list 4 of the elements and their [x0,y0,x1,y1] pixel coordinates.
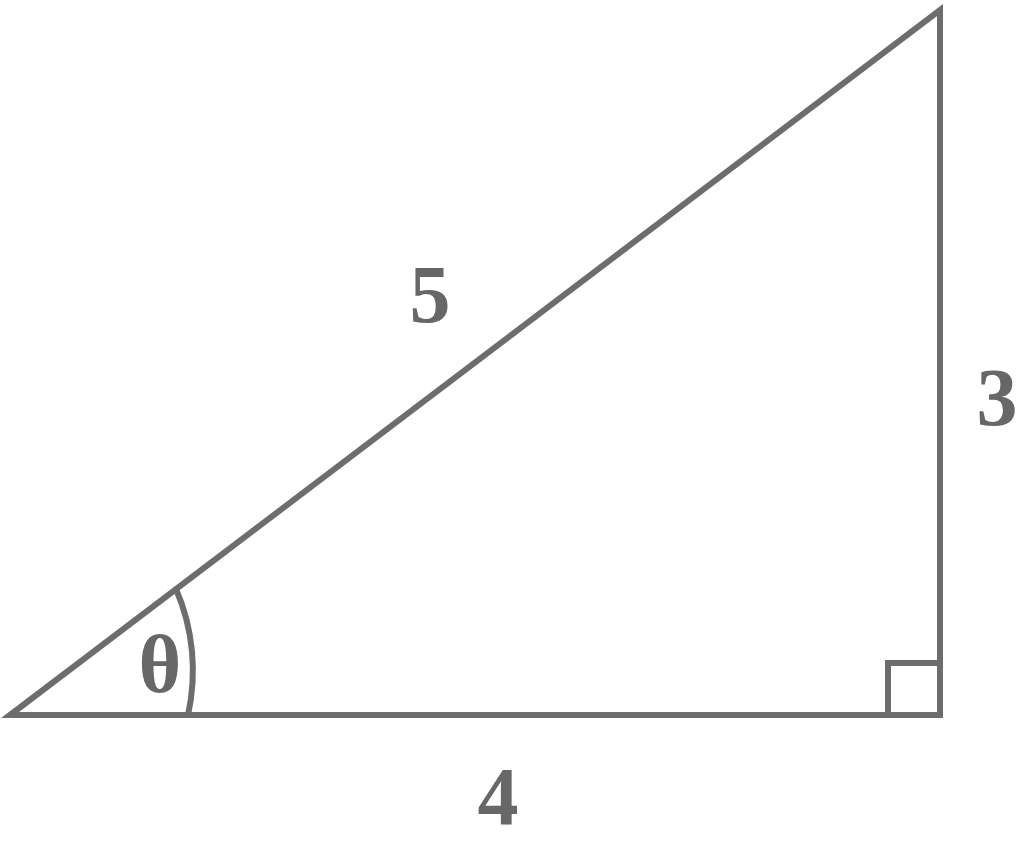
side-length-label: 4 [477,756,519,838]
side-length-label: 3 [976,357,1018,439]
side-length-label: 5 [409,254,451,336]
angle-label: θ [138,624,182,706]
